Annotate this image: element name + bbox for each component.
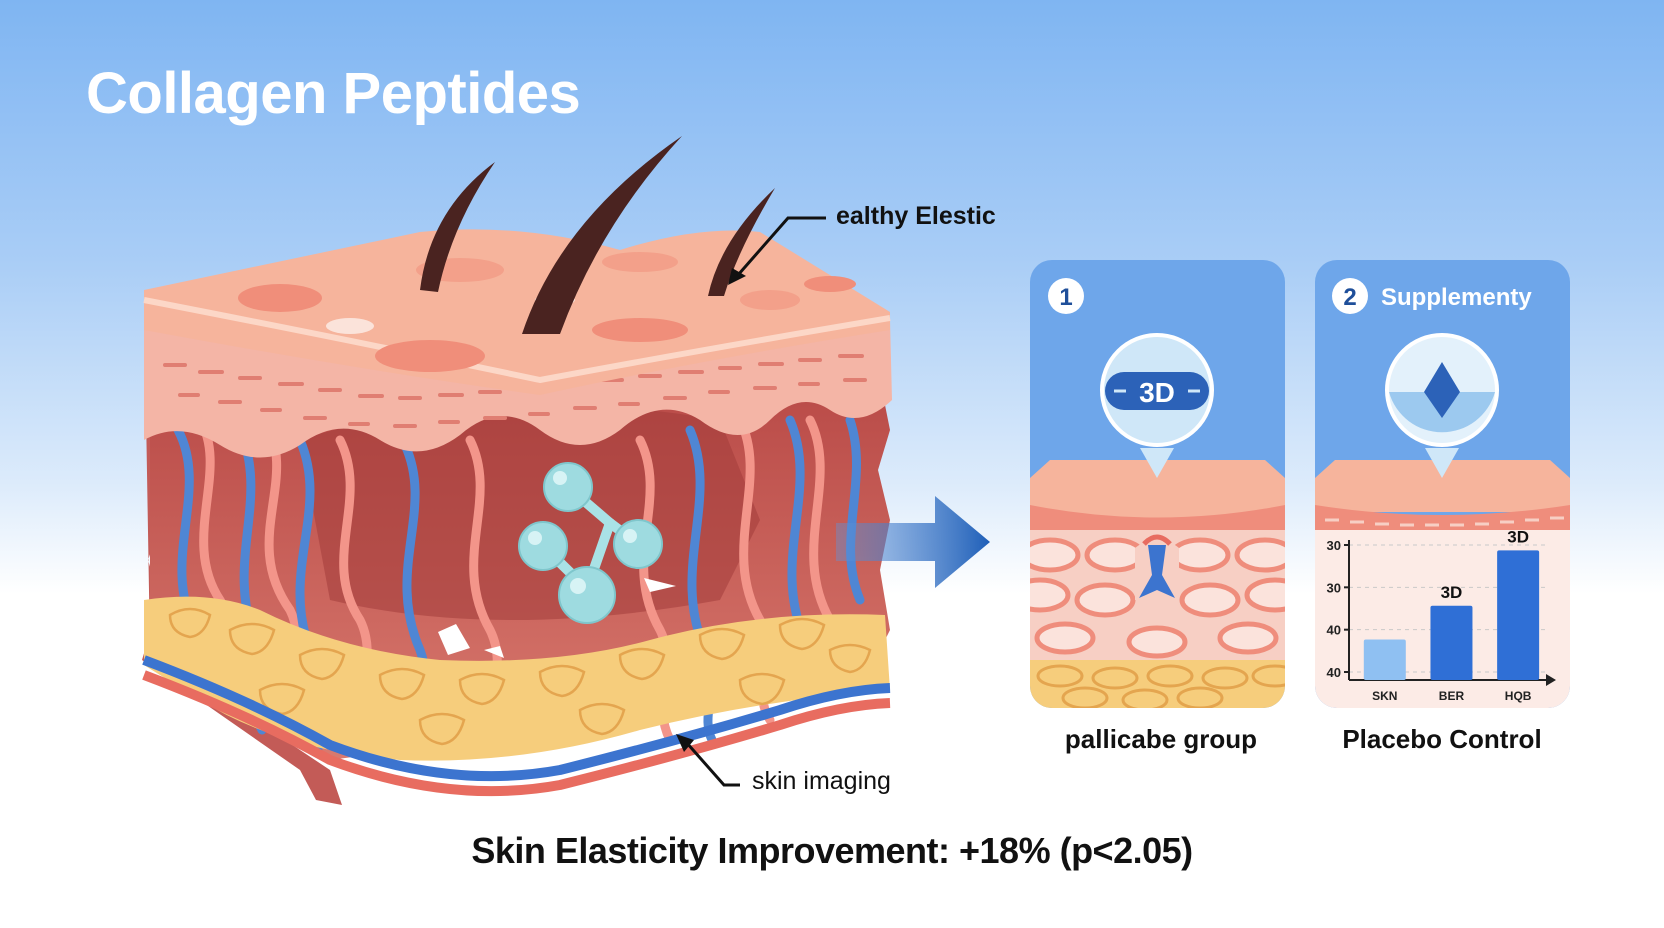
peptide-fragment xyxy=(644,578,676,592)
chart-bar xyxy=(1430,605,1473,680)
epidermis-surface xyxy=(144,229,890,395)
skin-pores xyxy=(238,252,856,372)
callout-skin-imaging: skin imaging xyxy=(752,767,891,795)
bar-chart: 30 30 40 40 SKN BER HQB 3D 3D xyxy=(1327,527,1556,703)
callout-leader-bottom xyxy=(684,741,740,787)
panel-1 xyxy=(1030,260,1285,708)
panel-2-bubble xyxy=(1385,333,1499,478)
chart-x-axis-arrow xyxy=(1546,674,1556,686)
chart-bar xyxy=(1497,550,1540,680)
hair-strands xyxy=(420,136,775,334)
fat-layer xyxy=(144,596,890,761)
chart-data-label: 3D xyxy=(1441,583,1463,602)
panel-1-number-badge xyxy=(1048,278,1084,314)
vessel-red xyxy=(142,670,891,797)
result-statement: Skin Elasticity Improvement: +18% (p<2.0… xyxy=(471,830,1193,871)
transition-arrow xyxy=(836,496,990,588)
panel-2-number: 2 xyxy=(1343,284,1356,311)
chart-ytick-label: 30 xyxy=(1327,580,1341,595)
peptide-molecule-icon xyxy=(518,462,663,624)
chart-xtick-label: BER xyxy=(1439,689,1465,703)
bubble-3d-label: 3D xyxy=(1139,377,1175,408)
peptide-fragment xyxy=(438,624,470,655)
chart-bar xyxy=(1363,639,1406,680)
fat-cells xyxy=(168,607,872,746)
chart-data-label: 3D xyxy=(1507,527,1529,546)
callout-arrowhead-top xyxy=(728,268,746,285)
epidermis-edge xyxy=(143,297,891,384)
peptide-fragment xyxy=(484,646,504,658)
absorption-channel xyxy=(1139,545,1175,598)
diamond-icon xyxy=(1424,362,1460,418)
panel-1-caption: pallicabe group xyxy=(1064,724,1258,754)
panel-1-number: 1 xyxy=(1059,284,1072,311)
callout-leader-top xyxy=(736,216,826,276)
skin-cross-section xyxy=(142,136,892,805)
panel-2-number-badge xyxy=(1332,278,1368,314)
chart-xtick-label: HQB xyxy=(1505,689,1532,703)
callout-arrowhead-bottom xyxy=(676,734,694,752)
panel-1-bubble: 3D xyxy=(1100,333,1214,478)
papillary-dashes xyxy=(163,354,867,428)
chart-xtick-label: SKN xyxy=(1372,689,1397,703)
panel-2-caption: Placebo Control xyxy=(1342,724,1542,754)
chart-ytick-label: 40 xyxy=(1327,623,1341,638)
page-title: Collagen Peptides xyxy=(86,61,581,126)
panel-2-header: Supplementy xyxy=(1381,284,1532,311)
vessel-blue xyxy=(142,655,891,782)
callout-healthy-elastic: ealthy Elestic xyxy=(836,202,996,230)
chart-ytick-label: 40 xyxy=(1327,665,1341,680)
chart-ytick-label: 30 xyxy=(1327,538,1341,553)
